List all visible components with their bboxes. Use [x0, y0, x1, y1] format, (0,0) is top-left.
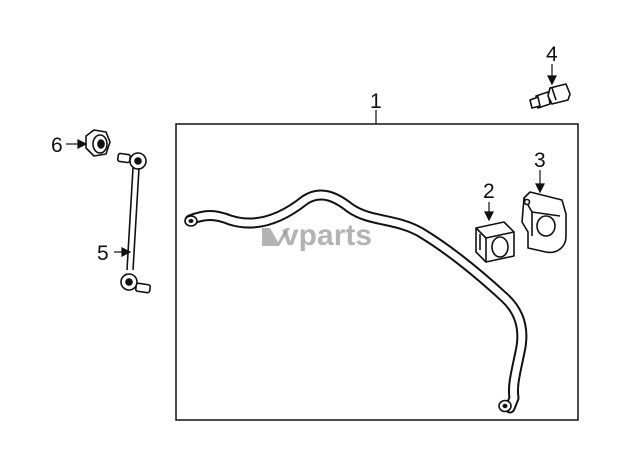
watermark-text: vparts [282, 219, 372, 252]
callout-4: 4 [546, 43, 558, 66]
callout-1: 1 [370, 90, 382, 113]
callout-6: 6 [51, 134, 63, 157]
watermark-logo: vparts [262, 219, 372, 252]
stabilizer-link [116, 152, 152, 294]
bushing [475, 221, 515, 263]
stabilizer-bar [184, 189, 528, 414]
callout-3: 3 [534, 149, 546, 172]
callout-2: 2 [483, 180, 495, 203]
bolt [529, 83, 571, 109]
leader-lines [66, 64, 557, 257]
callout-5: 5 [97, 242, 109, 265]
nut [85, 129, 111, 157]
bracket [521, 191, 567, 254]
group-frame [175, 123, 579, 421]
